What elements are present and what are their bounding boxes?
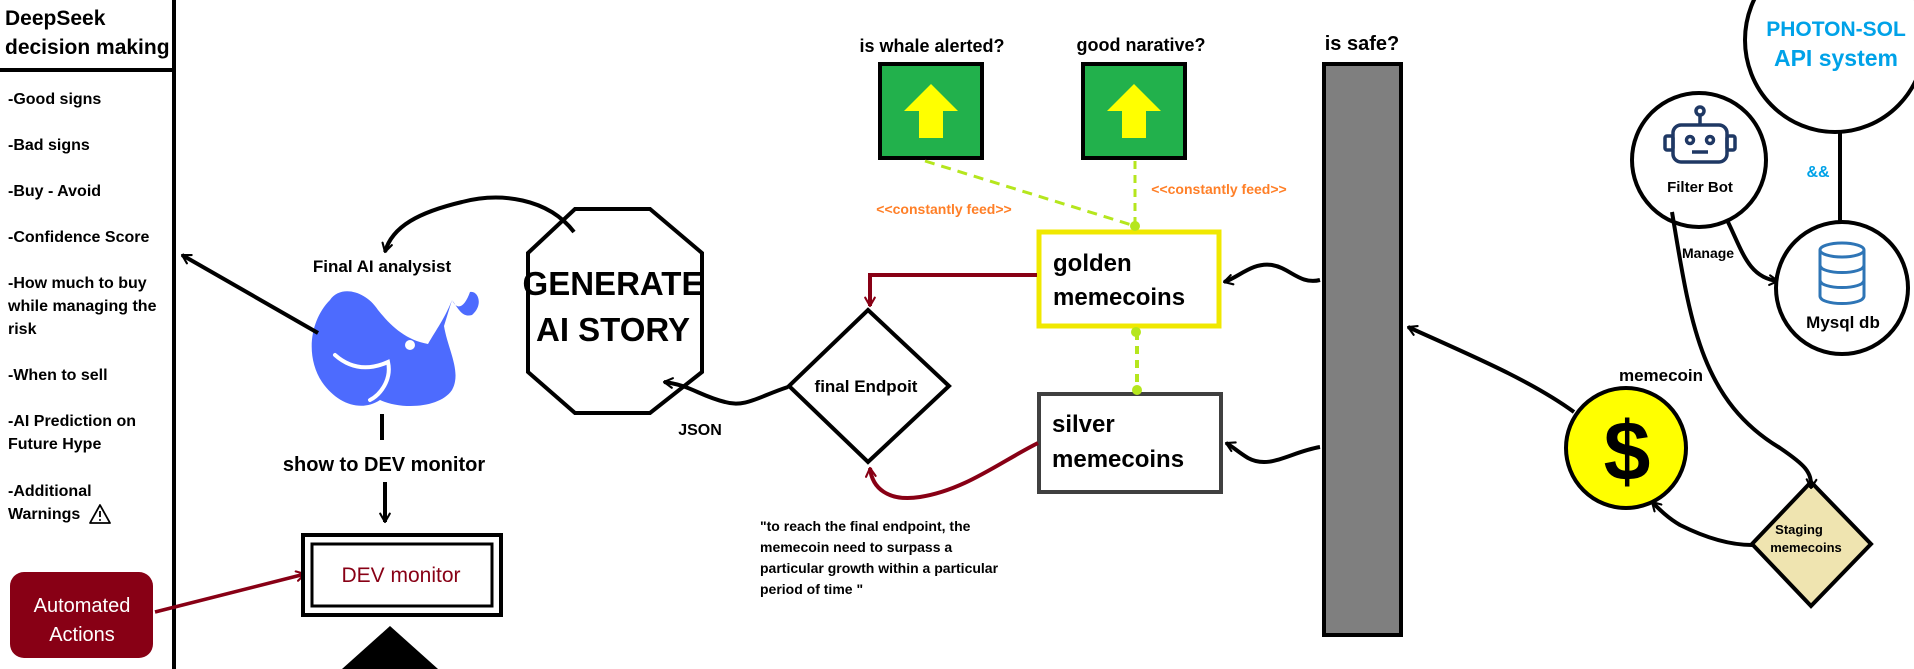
photon-line2: API system xyxy=(1774,45,1898,71)
sidebar-item-text: -How much to buy xyxy=(8,275,147,292)
whale-feed-line xyxy=(924,159,1136,228)
safe-to-silver-arrow xyxy=(1224,441,1321,464)
automated-actions-button[interactable]: Automated Actions xyxy=(10,572,153,658)
narrative-question-label: good narative? xyxy=(1076,35,1205,55)
bot-to-staging-arrow xyxy=(1670,211,1818,490)
generate-ai-story-hexagon: GENERATE AI STORY xyxy=(523,207,704,415)
golden-line2: memecoins xyxy=(1053,284,1185,311)
sidebar-item-text: risk xyxy=(8,321,37,338)
sidebar-panel: DeepSeek decision making -Good signs -Bad… xyxy=(0,0,176,669)
sidebar-item: -Bad signs xyxy=(8,137,90,154)
sidebar-item-text: -Buy - Avoid xyxy=(8,183,101,200)
final-endpoint-label: final Endpoit xyxy=(815,377,918,396)
sidebar-title-line1: DeepSeek xyxy=(5,7,106,30)
silver-line1: silver xyxy=(1052,411,1115,438)
sidebar-item-text: Warnings xyxy=(8,506,80,523)
up-arrow-icon xyxy=(904,84,958,138)
whale-question-label: is whale alerted? xyxy=(859,36,1004,56)
endpoint-note-line-2: particular growth within a particular xyxy=(760,560,999,576)
sidebar-item: -How much to buy while managing the risk xyxy=(7,275,157,338)
sidebar-item-text: -Additional xyxy=(8,483,92,500)
is-safe-label: is safe? xyxy=(1325,33,1399,55)
golden-memecoins-box: golden memecoins xyxy=(1036,229,1222,329)
silver-line2: memecoins xyxy=(1052,446,1184,473)
whale-alert-box xyxy=(878,62,984,160)
sidebar-item: -Buy - Avoid xyxy=(8,183,101,200)
show-to-dev-monitor-label: show to DEV monitor xyxy=(283,454,485,476)
story-to-whale-arrow xyxy=(381,195,576,254)
sidebar-item: -AI Prediction on Future Hype xyxy=(8,413,136,453)
sidebar-item-text: Future Hype xyxy=(8,436,101,453)
up-arrow-icon xyxy=(1107,84,1161,138)
feed-label-narrative: <<constantly feed>> xyxy=(1151,181,1286,197)
filter-bot-label: Filter Bot xyxy=(1667,179,1733,196)
generate-line2: AI STORY xyxy=(536,311,690,348)
sidebar-item-text: -Good signs xyxy=(8,91,101,108)
monitor-stand-shape xyxy=(342,626,438,669)
filter-bot-circle: Filter Bot xyxy=(1630,91,1768,229)
safety-filter-bar xyxy=(1322,62,1403,637)
sidebar-item-text: while managing the xyxy=(7,298,157,315)
sidebar-item: -Good signs xyxy=(8,91,101,108)
sidebar-title-line2: decision making xyxy=(5,36,170,59)
golden-line1: golden xyxy=(1053,250,1132,277)
actions-to-monitor-arrow xyxy=(154,570,307,614)
whale-to-sidebar-arrow xyxy=(180,253,319,335)
final-endpoint-diamond: final Endpoit xyxy=(786,307,952,465)
deepseek-whale-icon xyxy=(311,291,479,406)
photon-line1: PHOTON-SOL xyxy=(1766,18,1906,41)
staging-line1: Staging xyxy=(1775,522,1823,537)
robot-icon xyxy=(1663,105,1737,164)
mysql-label: Mysql db xyxy=(1806,313,1880,332)
silver-to-endpoint-arrow xyxy=(865,441,1039,500)
safe-to-golden-arrow xyxy=(1222,262,1321,286)
endpoint-note-line-0: "to reach the final endpoint, the xyxy=(760,518,971,534)
endpoint-note: "to reach the final endpoint, the memecoi… xyxy=(760,518,999,597)
final-ai-analyst-label: Final AI analysist xyxy=(313,257,452,276)
mysql-db-circle: Mysql db xyxy=(1774,220,1910,356)
dollar-icon: $ xyxy=(1604,404,1651,498)
automated-actions-line2: Actions xyxy=(49,624,115,646)
staging-to-memecoin-arrow xyxy=(1650,500,1753,547)
sidebar-item-text: -Bad signs xyxy=(8,137,90,154)
sidebar-item-text: -Confidence Score xyxy=(8,229,149,246)
sidebar-item-text: -AI Prediction on xyxy=(8,413,136,430)
json-label: JSON xyxy=(678,422,722,439)
staging-line2: memecoins xyxy=(1770,540,1842,555)
dev-monitor-label: DEV monitor xyxy=(341,564,460,587)
automated-actions-line1: Automated xyxy=(34,595,131,617)
narrative-box xyxy=(1081,62,1187,160)
warning-icon xyxy=(89,504,111,524)
sidebar-item-text: -When to sell xyxy=(8,367,108,384)
bot-to-mysql-arrow xyxy=(1725,219,1780,286)
memecoin-to-safe-arrow xyxy=(1406,325,1576,414)
endpoint-note-line-3: period of time " xyxy=(760,581,863,597)
endpoint-note-line-1: memecoin need to surpass a xyxy=(760,539,952,555)
database-icon xyxy=(1818,241,1866,305)
and-label: && xyxy=(1806,164,1830,181)
endpoint-to-story-arrow xyxy=(662,377,789,406)
sidebar-item: -When to sell xyxy=(8,367,108,384)
sidebar-item: -Confidence Score xyxy=(8,229,149,246)
manage-label: Manage xyxy=(1682,245,1734,261)
golden-to-endpoint-arrow xyxy=(864,273,1037,308)
dev-monitor-box[interactable]: DEV monitor xyxy=(301,533,503,617)
staging-memecoins-diamond: Staging memecoins xyxy=(1749,479,1874,609)
memecoin-label: memecoin xyxy=(1619,366,1703,385)
photon-sol-api-circle: PHOTON-SOL API system xyxy=(1743,0,1914,134)
feed-label-whale: <<constantly feed>> xyxy=(876,201,1011,217)
memecoin-circle: $ xyxy=(1564,386,1688,510)
silver-memecoins-box: silver memecoins xyxy=(1037,392,1223,494)
sidebar-item-list: -Good signs -Bad signs -Buy - Avoid -Confid… xyxy=(7,91,157,523)
generate-line1: GENERATE xyxy=(523,265,704,302)
